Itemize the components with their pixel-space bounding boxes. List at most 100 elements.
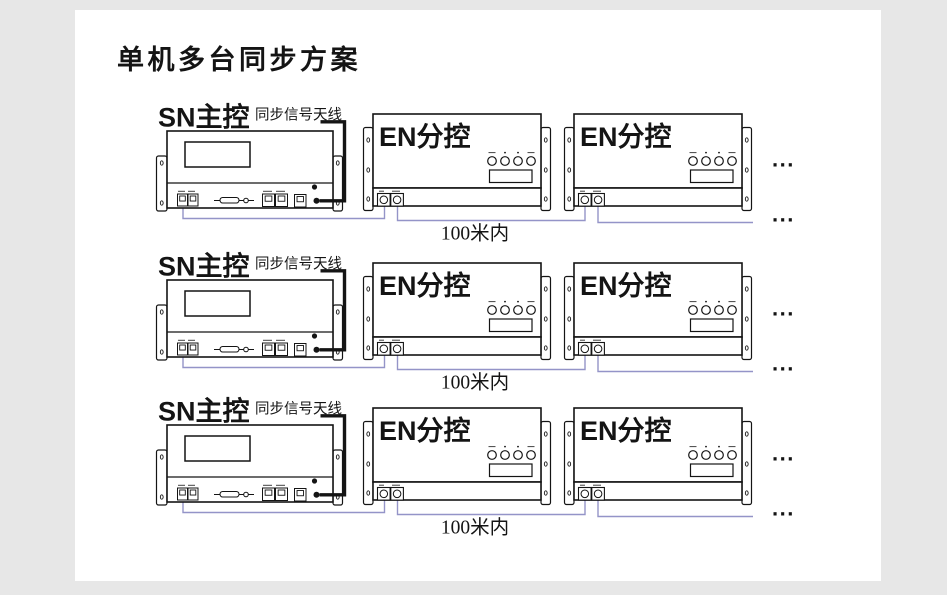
screw-hole — [543, 490, 548, 496]
en-slave-device: EN分控 — [563, 407, 753, 506]
en-slave-label: EN分控 — [379, 416, 471, 446]
antenna-label: 同步信号天线 — [255, 401, 342, 418]
sn-master-label: SN主控 — [158, 252, 250, 282]
diagram-row: SN主控同步信号天线 EN分控 EN分控 100米内...... — [155, 103, 795, 245]
en-slave-label: EN分控 — [580, 122, 672, 152]
sync-wire — [182, 355, 386, 369]
screw-hole — [543, 431, 548, 437]
en-slave-device: EN分控 — [362, 113, 552, 212]
sn-master-device: SN主控同步信号天线 — [155, 397, 347, 506]
more-devices-ellipsis: ... — [772, 147, 795, 172]
screw-hole — [567, 167, 572, 173]
screw-hole — [159, 494, 164, 500]
screw-hole — [366, 490, 371, 496]
screw-hole — [366, 167, 371, 173]
more-cable-ellipsis: ... — [772, 496, 795, 521]
sync-wires — [182, 206, 753, 224]
en-bottom-strip — [372, 481, 542, 501]
diagram-row: SN主控同步信号天线 EN分控 EN分控 100米内...... — [155, 397, 795, 539]
screw-hole — [366, 137, 371, 143]
screw-hole — [567, 490, 572, 496]
slider-knob — [219, 346, 240, 353]
sync-wire — [182, 206, 386, 220]
more-cable-ellipsis: ... — [772, 202, 795, 227]
en-bottom-strip — [573, 187, 743, 207]
screw-hole — [744, 196, 749, 202]
en-bottom-strip — [573, 481, 743, 501]
screw-hole — [159, 309, 164, 315]
slider-knob — [219, 491, 240, 498]
en-display-screen — [689, 463, 734, 478]
sn-display-screen — [184, 141, 251, 168]
screw-hole — [366, 461, 371, 467]
screw-hole — [567, 137, 572, 143]
distance-label: 100米内 — [441, 517, 509, 539]
antenna-cable — [319, 120, 347, 203]
en-bottom-strip — [372, 336, 542, 356]
more-devices-ellipsis: ... — [772, 441, 795, 466]
screw-hole — [744, 431, 749, 437]
sync-wires — [182, 355, 753, 373]
more-cable-ellipsis: ... — [772, 351, 795, 376]
screw-hole — [543, 345, 548, 351]
sync-wire — [396, 500, 586, 516]
screw-hole — [744, 167, 749, 173]
screw-hole — [159, 454, 164, 460]
screw-hole — [159, 160, 164, 166]
sync-wire — [396, 355, 586, 371]
en-slave-label: EN分控 — [379, 122, 471, 152]
screw-hole — [366, 345, 371, 351]
en-bottom-strip — [372, 187, 542, 207]
en-slave-label: EN分控 — [580, 271, 672, 301]
screw-hole — [335, 309, 340, 315]
sn-master-device: SN主控同步信号天线 — [155, 252, 347, 361]
screw-hole — [159, 200, 164, 206]
en-display-screen — [488, 463, 533, 478]
antenna-label: 同步信号天线 — [255, 256, 342, 273]
en-display-screen — [488, 318, 533, 333]
page-title: 单机多台同步方案 — [117, 45, 361, 75]
sn-display-screen — [184, 290, 251, 317]
screw-hole — [744, 345, 749, 351]
screw-hole — [159, 349, 164, 355]
screw-hole — [335, 454, 340, 460]
distance-label: 100米内 — [441, 223, 509, 245]
en-slave-device: EN分控 — [362, 407, 552, 506]
en-bottom-strip — [573, 336, 743, 356]
sn-master-device: SN主控同步信号天线 — [155, 103, 347, 212]
antenna-cable — [319, 269, 347, 352]
sync-wires — [182, 500, 753, 518]
screw-hole — [543, 461, 548, 467]
en-slave-device: EN分控 — [563, 113, 753, 212]
sync-wire — [182, 500, 386, 514]
sync-wire — [597, 206, 753, 224]
en-display-screen — [488, 169, 533, 184]
antenna-label: 同步信号天线 — [255, 107, 342, 124]
screw-hole — [366, 316, 371, 322]
screw-hole — [567, 286, 572, 292]
screw-hole — [567, 461, 572, 467]
en-slave-label: EN分控 — [379, 271, 471, 301]
screw-hole — [567, 431, 572, 437]
sn-master-label: SN主控 — [158, 103, 250, 133]
screw-hole — [567, 316, 572, 322]
screw-hole — [543, 137, 548, 143]
en-display-screen — [689, 169, 734, 184]
sync-wire — [597, 500, 753, 518]
screw-hole — [366, 196, 371, 202]
sn-master-label: SN主控 — [158, 397, 250, 427]
en-slave-device: EN分控 — [563, 262, 753, 361]
en-display-screen — [689, 318, 734, 333]
en-slave-device: EN分控 — [362, 262, 552, 361]
antenna-cable — [319, 414, 347, 497]
screw-hole — [543, 167, 548, 173]
screw-hole — [744, 137, 749, 143]
screw-hole — [567, 345, 572, 351]
screw-hole — [335, 160, 340, 166]
sync-wire — [597, 355, 753, 373]
screw-hole — [567, 196, 572, 202]
sync-wire — [396, 206, 586, 222]
